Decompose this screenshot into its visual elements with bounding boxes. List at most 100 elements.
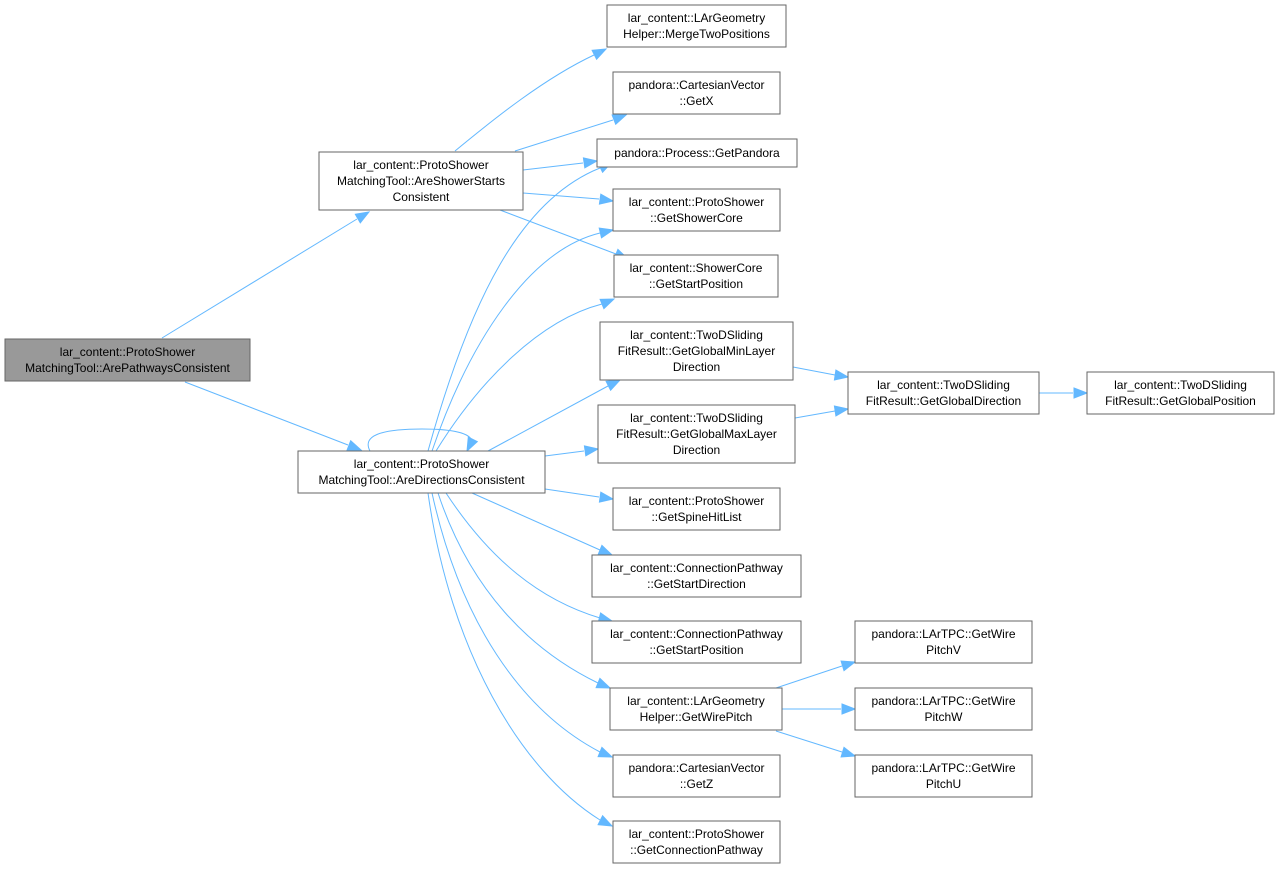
edge-line	[454, 54, 595, 152]
node-label-line: FitResult::GetGlobalPosition	[1105, 394, 1256, 408]
edge-line	[487, 385, 609, 452]
node-box	[854, 687, 1033, 731]
edge-line	[775, 730, 843, 753]
edge-arrowhead	[598, 227, 615, 239]
node-globaldir[interactable]: lar_content::TwoDSlidingFitResult::GetGl…	[847, 371, 1040, 415]
node-box	[599, 321, 794, 381]
edge-arrowhead	[582, 157, 599, 169]
node-label-line: lar_content::ProtoShower	[629, 494, 764, 508]
node-getpandora[interactable]: pandora::Process::GetPandora	[596, 138, 798, 168]
edge-line	[437, 492, 599, 684]
node-label-line: ::GetZ	[680, 777, 713, 791]
edge-dirs-to-spine	[544, 488, 615, 503]
edge-dirs-to-cpstartpos	[445, 492, 614, 624]
node-label-line: lar_content::ProtoShower	[629, 195, 764, 209]
node-root: lar_content::ProtoShowerMatchingTool::Ar…	[4, 338, 251, 382]
node-label-line: lar_content::TwoDSliding	[877, 378, 1010, 392]
node-label-line: ::GetConnectionPathway	[630, 843, 763, 857]
node-box	[297, 450, 546, 494]
node-label-line: lar_content::LArGeometry	[627, 694, 764, 708]
edge-maxlayer-to-globaldir	[794, 405, 850, 419]
node-label-line: MatchingTool::ArePathwaysConsistent	[25, 361, 230, 375]
edge-line	[431, 492, 601, 753]
node-label-line: lar_content::ConnectionPathway	[610, 561, 783, 575]
edge-dirs-to-connpath	[427, 492, 614, 827]
node-label-line: pandora::LArTPC::GetWire	[871, 761, 1015, 775]
edge-arrowhead	[840, 746, 857, 758]
node-minlayer[interactable]: lar_content::TwoDSlidingFitResult::GetGl…	[599, 321, 794, 381]
node-box	[591, 554, 802, 598]
node-box	[612, 820, 781, 864]
edge-arrowhead	[833, 369, 850, 381]
node-label-line: lar_content::TwoDSliding	[630, 328, 763, 342]
edge-line	[445, 492, 601, 619]
edge-line	[367, 428, 473, 452]
edge-arrowhead	[591, 48, 608, 61]
node-merge[interactable]: lar_content::LArGeometryHelper::MergeTwo…	[606, 4, 787, 48]
node-label-line: ::GetStartPosition	[649, 643, 743, 657]
node-box	[854, 620, 1033, 664]
edges-layer	[161, 48, 1089, 827]
edge-arrowhead	[598, 193, 615, 205]
node-label-line: lar_content::ProtoShower	[353, 158, 488, 172]
node-label-line: Direction	[673, 360, 720, 374]
node-label-line: lar_content::LArGeometry	[628, 11, 765, 25]
node-showercore[interactable]: lar_content::ProtoShower::GetShowerCore	[612, 188, 781, 232]
node-label-line: PitchV	[926, 643, 961, 657]
edge-line	[427, 492, 601, 821]
node-label-line: pandora::CartesianVector	[628, 761, 764, 775]
node-maxlayer[interactable]: lar_content::TwoDSlidingFitResult::GetGl…	[597, 404, 796, 464]
node-box	[4, 338, 251, 382]
edge-line	[522, 162, 584, 171]
node-label-line: MatchingTool::AreDirectionsConsistent	[318, 473, 525, 487]
edge-dirs-to-showercore	[431, 227, 615, 452]
edge-arrowhead	[598, 491, 615, 503]
node-globalpos[interactable]: lar_content::TwoDSlidingFitResult::GetGl…	[1086, 371, 1275, 415]
edge-starts-to-getpandora	[522, 157, 599, 171]
edge-dirs-to-cpstartdir	[471, 492, 614, 556]
node-cpstartdir[interactable]: lar_content::ConnectionPathway::GetStart…	[591, 554, 802, 598]
node-spine[interactable]: lar_content::ProtoShower::GetSpineHitLis…	[612, 487, 781, 531]
edge-arrowhead	[833, 405, 850, 417]
node-startpos[interactable]: lar_content::ShowerCore::GetStartPositio…	[613, 254, 779, 298]
node-getx[interactable]: pandora::CartesianVector::GetX	[612, 71, 781, 115]
edge-arrowhead	[841, 703, 857, 715]
node-box	[606, 4, 787, 48]
node-dirs[interactable]: lar_content::ProtoShowerMatchingTool::Ar…	[297, 450, 546, 494]
edge-dirs-to-minlayer	[487, 379, 622, 452]
edge-arrowhead	[597, 814, 614, 827]
node-box	[1086, 371, 1275, 415]
edge-dirs-to-wirepitch	[437, 492, 612, 689]
edge-globaldir-to-globalpos	[1039, 387, 1089, 399]
node-cpstartpos[interactable]: lar_content::ConnectionPathway::GetStart…	[591, 620, 802, 664]
edge-wirepitch-to-pitchv	[775, 660, 857, 689]
edge-root-to-dirs	[184, 381, 363, 451]
node-label-line: Helper::MergeTwoPositions	[623, 27, 770, 41]
node-getz[interactable]: pandora::CartesianVector::GetZ	[612, 754, 781, 798]
edge-arrowhead	[583, 445, 600, 457]
edge-arrowhead	[346, 439, 363, 451]
node-label-line: pandora::Process::GetPandora	[614, 146, 780, 160]
node-label-line: lar_content::ProtoShower	[629, 827, 764, 841]
node-label-line: Direction	[673, 443, 720, 457]
node-starts[interactable]: lar_content::ProtoShowerMatchingTool::Ar…	[318, 151, 524, 211]
node-label-line: pandora::CartesianVector	[628, 78, 764, 92]
edge-line	[544, 450, 585, 457]
edge-dirs-to-dirs	[367, 428, 479, 453]
node-label-line: FitResult::GetGlobalMinLayer	[618, 344, 775, 358]
node-label-line: lar_content::ProtoShower	[354, 457, 489, 471]
node-label-line: ::GetStartDirection	[647, 577, 746, 591]
node-label-line: pandora::LArTPC::GetWire	[871, 627, 1015, 641]
node-connpath[interactable]: lar_content::ProtoShower::GetConnectionP…	[612, 820, 781, 864]
node-box	[609, 687, 783, 731]
edge-line	[499, 209, 617, 255]
node-label-line: PitchW	[924, 710, 963, 724]
edge-line	[435, 303, 603, 452]
edge-starts-to-merge	[454, 48, 608, 152]
node-label-line: ::GetShowerCore	[650, 211, 743, 225]
node-wirepitch[interactable]: lar_content::LArGeometryHelper::GetWireP…	[609, 687, 783, 731]
edge-arrowhead	[466, 436, 479, 453]
